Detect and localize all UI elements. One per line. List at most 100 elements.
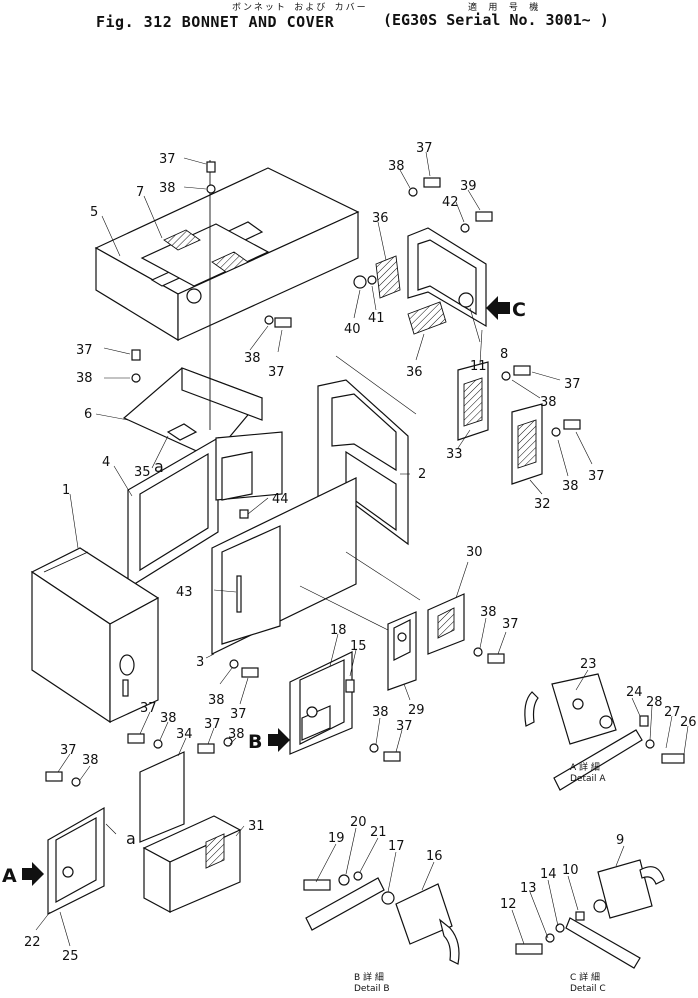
callout-labels: 37 38 7 5 37 38 6 35 4 1 44 43 3 38 37 3… (24, 141, 697, 964)
callout-37: 37 (416, 141, 433, 156)
callout-32: 32 (534, 497, 551, 512)
callout-39: 39 (460, 179, 477, 194)
callout-2: 2 (418, 467, 426, 482)
callout-38: 38 (480, 605, 497, 620)
rear-frame-8 (407, 227, 487, 328)
plate-36 (375, 255, 447, 335)
callout-11: 11 (470, 359, 487, 374)
callout-36: 36 (406, 365, 423, 380)
callout-31: 31 (248, 819, 265, 834)
detail-a-latch (524, 673, 685, 791)
callout-38: 38 (208, 693, 225, 708)
japanese-title: ボンネット および カバー (232, 3, 368, 13)
callout-7: 7 (136, 185, 144, 200)
callout-28: 28 (646, 695, 663, 710)
detail-b-latch (303, 871, 460, 965)
serial-range-label: (EG30S Serial No. 3001~ ) (383, 11, 609, 29)
callout-38: 38 (76, 371, 93, 386)
svg-text:C 詳 細: C 詳 細 (570, 971, 600, 983)
svg-text:A: A (2, 865, 17, 887)
callout-6: 6 (84, 407, 92, 422)
base-housing-1 (30, 547, 160, 724)
callout-18: 18 (330, 623, 347, 638)
leader-lines (35, 151, 689, 947)
callout-10: 10 (562, 863, 579, 878)
callout-5: 5 (90, 205, 98, 220)
callout-43: 43 (176, 585, 193, 600)
callout-26: 26 (680, 715, 697, 730)
view-arrow-a: A (2, 862, 44, 887)
detail-b-caption: B 詳 細 Detail B (354, 971, 390, 994)
callout-8: 8 (500, 347, 508, 362)
callout-15: 15 (350, 639, 367, 654)
view-arrow-c: C (486, 296, 526, 321)
callout-37: 37 (159, 152, 176, 167)
front-frame-2 (317, 379, 409, 546)
callout-38: 38 (82, 753, 99, 768)
callout-16: 16 (426, 849, 443, 864)
callout-42: 42 (442, 195, 459, 210)
callout-38: 38 (540, 395, 557, 410)
inner-cover-6 (122, 160, 264, 459)
callout-37: 37 (564, 377, 581, 392)
callout-37: 37 (396, 719, 413, 734)
callout-38: 38 (372, 705, 389, 720)
callout-41: 41 (368, 311, 385, 326)
callout-24: 24 (626, 685, 643, 700)
callout-34: 34 (176, 727, 193, 742)
callout-1: 1 (62, 483, 70, 498)
callout-12: 12 (500, 897, 517, 912)
callout-27: 27 (664, 705, 681, 720)
callout-23: 23 (580, 657, 597, 672)
side-box-31 (142, 815, 242, 914)
callout-38: 38 (160, 711, 177, 726)
callout-37: 37 (502, 617, 519, 632)
small-door-22 (47, 806, 105, 915)
callout-22: 22 (24, 935, 41, 950)
callout-37: 37 (204, 717, 221, 732)
callout-37: 37 (230, 707, 247, 722)
callout-29: 29 (408, 703, 425, 718)
svg-text:B 詳 細: B 詳 細 (354, 971, 384, 983)
door-15 (289, 651, 355, 755)
callout-33: 33 (446, 447, 463, 462)
callout-38: 38 (562, 479, 579, 494)
callout-44: 44 (272, 492, 289, 507)
top-cover-grille-7 (140, 223, 270, 304)
callout-37: 37 (60, 743, 77, 758)
callout-38: 38 (228, 727, 245, 742)
callout-37: 37 (588, 469, 605, 484)
grille-plate-30 (427, 593, 465, 655)
pocket-box-29 (387, 611, 417, 691)
callout-38: 38 (244, 351, 261, 366)
svg-text:Detail B: Detail B (354, 984, 390, 994)
svg-text:Detail C: Detail C (570, 984, 606, 994)
callout-38: 38 (159, 181, 176, 196)
side-panel-4 (127, 431, 283, 590)
callout-40: 40 (344, 322, 361, 337)
grille-plate-32 (511, 403, 543, 485)
detail-c-latch (515, 859, 665, 969)
callout-38: 38 (388, 159, 405, 174)
callout-20: 20 (350, 815, 367, 830)
svg-text:B: B (248, 731, 262, 753)
figure-title: Fig. 312 BONNET AND COVER (96, 13, 335, 31)
callout-35: 35 (134, 465, 151, 480)
view-arrow-b: B (248, 728, 290, 753)
japanese-serial-label: 適 用 号 機 (468, 3, 542, 13)
callout-37: 37 (140, 701, 157, 716)
grille-plate-33 (457, 361, 489, 441)
callout-19: 19 (328, 831, 345, 846)
callout-17: 17 (388, 839, 405, 854)
callout-37: 37 (76, 343, 93, 358)
callout-14: 14 (540, 867, 557, 882)
callout-13: 13 (520, 881, 537, 896)
svg-text:Detail A: Detail A (570, 774, 606, 784)
connector-a-lower: a (126, 829, 136, 848)
callout-3: 3 (196, 655, 204, 670)
callout-21: 21 (370, 825, 387, 840)
callout-4: 4 (102, 455, 110, 470)
svg-text:C: C (512, 299, 526, 321)
connector-a-upper: a (154, 457, 164, 476)
